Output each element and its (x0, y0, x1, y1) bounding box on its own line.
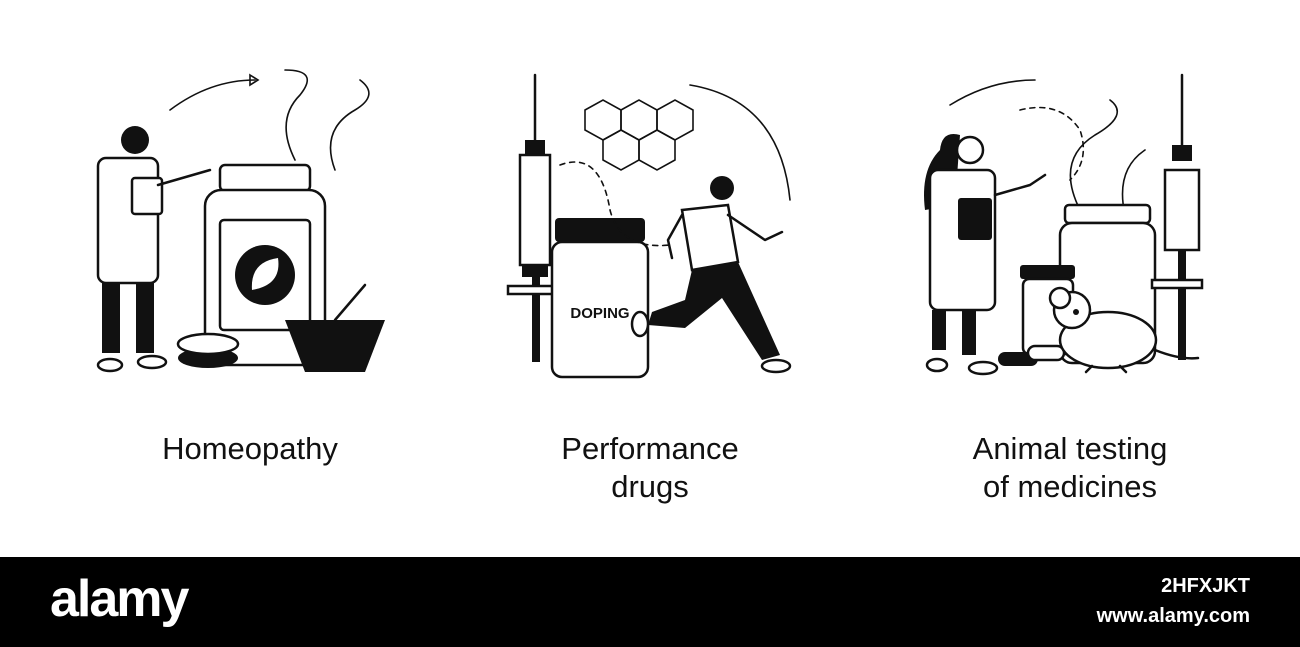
caption-line: Performance (561, 431, 739, 466)
runner-with-doping-vial-icon: DOPING (506, 73, 792, 379)
caption-line: drugs (611, 469, 689, 504)
caption-homeopathy: Homeopathy (60, 430, 440, 468)
panel-performance-drugs: DOPING Performance drugs (460, 0, 840, 557)
site-url: www.alamy.com (1096, 605, 1250, 627)
scientist-with-lab-rat-icon (924, 73, 1204, 376)
caption-line: of medicines (982, 469, 1158, 504)
caption-animal-testing: Animal testing of medicines (880, 430, 1260, 506)
illustration-canvas: Homeopathy DOPING (60, 0, 1260, 557)
doping-label: DOPING (570, 305, 629, 322)
homeopath-with-remedy-jar-icon (96, 69, 385, 373)
image-id: 2HFXJKT (1161, 575, 1250, 597)
panel-homeopathy: Homeopathy (60, 0, 440, 557)
caption-line: Animal testing (972, 431, 1168, 466)
caption-performance-drugs: Performance drugs (460, 430, 840, 506)
watermark-footer: alamy 2HFXJKT www.alamy.com (0, 557, 1300, 647)
caption-line: Homeopathy (162, 431, 338, 466)
alamy-logo: alamy (50, 570, 189, 628)
panel-animal-testing: Animal testing of medicines (880, 0, 1260, 557)
